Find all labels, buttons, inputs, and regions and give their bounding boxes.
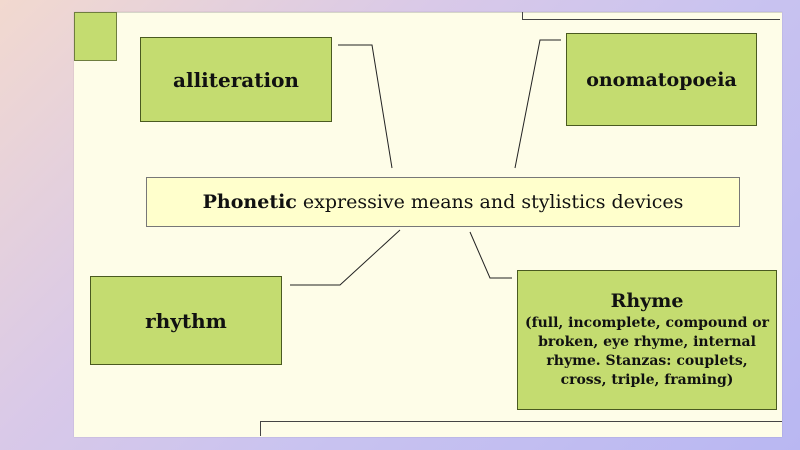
node-rhyme: Rhyme (full, incomplete, compound or bro…	[517, 270, 777, 410]
node-rhyme-description: (full, incomplete, compound or broken, e…	[524, 315, 770, 388]
connector-onomatopoeia	[514, 39, 561, 169]
node-onomatopoeia: onomatopoeia	[566, 33, 757, 126]
center-node-text: expressive means and stylistics devices	[302, 191, 684, 213]
center-node-bold: Phonetic	[202, 191, 297, 213]
node-alliteration: alliteration	[140, 37, 332, 122]
node-rhythm: rhythm	[90, 276, 282, 365]
frame-line-bottom-left	[260, 421, 782, 436]
node-rhyme-title: Rhyme	[610, 290, 684, 312]
node-alliteration-label: alliteration	[173, 67, 299, 92]
connector-rhyme	[469, 231, 512, 279]
frame-line-top-right	[522, 12, 780, 20]
node-rhythm-label: rhythm	[145, 308, 227, 333]
connector-alliteration	[338, 44, 393, 169]
corner-decoration	[74, 12, 117, 61]
center-node: Phonetic expressive means and stylistics…	[146, 177, 740, 227]
connector-rhythm	[290, 229, 401, 286]
node-onomatopoeia-label: onomatopoeia	[586, 68, 737, 91]
